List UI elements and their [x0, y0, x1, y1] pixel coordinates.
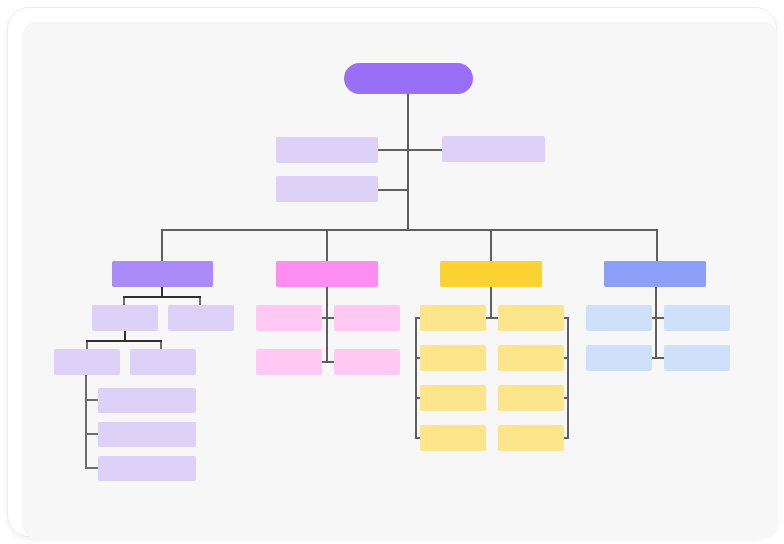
level2-note-left-2[interactable] [276, 176, 378, 202]
connector-purple-header-stub [161, 287, 163, 297]
connector-pink-trunk [326, 287, 328, 362]
connector-yellow-right-stub-3 [563, 397, 569, 399]
root-node[interactable] [344, 63, 473, 94]
connector-yellow-right-rail [567, 317, 569, 439]
pink-child-row2-left[interactable] [256, 349, 322, 375]
yellow-child-row1-left[interactable] [420, 305, 486, 331]
blue-branch-header[interactable] [604, 261, 706, 287]
connector-yellow-left-stub-2 [415, 357, 421, 359]
connector-purple-list-stub-3 [85, 467, 98, 469]
connector-level2-bus [161, 229, 658, 231]
purple-grandchild-1[interactable] [54, 349, 120, 375]
connector-yellow-left-stub-4 [415, 437, 421, 439]
yellow-child-row4-left[interactable] [420, 425, 486, 451]
yellow-child-row1-right[interactable] [498, 305, 564, 331]
connector-root-trunk [407, 94, 409, 230]
pink-child-row1-left[interactable] [256, 305, 322, 331]
connector-purple-list-rail [85, 375, 87, 469]
connector-yellow-left-stub-3 [415, 397, 421, 399]
pink-child-row1-right[interactable] [334, 305, 400, 331]
connector-drop-purple [161, 230, 163, 261]
connector-purple-bracket2-right-stub [160, 342, 162, 350]
pink-branch-header[interactable] [276, 261, 378, 287]
pink-child-row2-right[interactable] [334, 349, 400, 375]
purple-grandchild-2[interactable] [130, 349, 196, 375]
purple-list-item-2[interactable] [98, 422, 196, 447]
purple-child-2[interactable] [168, 305, 234, 331]
connector-purple-bracket2-left-stub [86, 342, 88, 350]
connector-purple-list-stub-2 [85, 433, 98, 435]
connector-purple-list-stub-1 [85, 399, 98, 401]
yellow-child-row3-right[interactable] [498, 385, 564, 411]
purple-list-item-3[interactable] [98, 456, 196, 481]
blue-child-row2-left[interactable] [586, 345, 652, 371]
connector-purple-bracket1-left-stub [123, 298, 125, 306]
connector-drop-blue [656, 230, 658, 261]
level2-note-right[interactable] [442, 136, 545, 162]
purple-branch-header[interactable] [112, 261, 213, 287]
purple-child-1[interactable] [92, 305, 158, 331]
connector-yellow-right-stub-1 [563, 317, 569, 319]
connector-yellow-right-stub-2 [563, 357, 569, 359]
yellow-child-row2-right[interactable] [498, 345, 564, 371]
connector-yellow-trunk [490, 287, 492, 319]
blue-child-row1-right[interactable] [664, 305, 730, 331]
blue-child-row2-right[interactable] [664, 345, 730, 371]
connector-blue-tick-row1 [651, 317, 665, 319]
connector-pink-tick-row2 [321, 361, 335, 363]
connector-purple-bracket2 [86, 340, 162, 342]
yellow-child-row3-left[interactable] [420, 385, 486, 411]
connector-note-left-1-link [378, 149, 442, 151]
level2-note-left-1[interactable] [276, 137, 378, 163]
yellow-child-row4-right[interactable] [498, 425, 564, 451]
connector-drop-yellow [490, 230, 492, 261]
connector-purple-bracket1-right-stub [199, 298, 201, 306]
connector-yellow-tick-row1 [485, 317, 499, 319]
connector-purple-bracket1 [123, 296, 201, 298]
connector-pink-tick-row1 [321, 317, 335, 319]
blue-child-row1-left[interactable] [586, 305, 652, 331]
purple-list-item-1[interactable] [98, 388, 196, 413]
connector-note-left-2-link [378, 189, 408, 191]
connector-drop-pink [326, 230, 328, 261]
yellow-child-row2-left[interactable] [420, 345, 486, 371]
connector-blue-trunk [655, 287, 657, 359]
yellow-branch-header[interactable] [440, 261, 542, 287]
connector-yellow-left-rail [415, 317, 417, 439]
connector-purple-child1-stub [124, 331, 126, 341]
connector-yellow-left-stub-1 [415, 317, 421, 319]
connector-blue-tick-row2 [651, 357, 665, 359]
connector-yellow-right-stub-4 [563, 437, 569, 439]
